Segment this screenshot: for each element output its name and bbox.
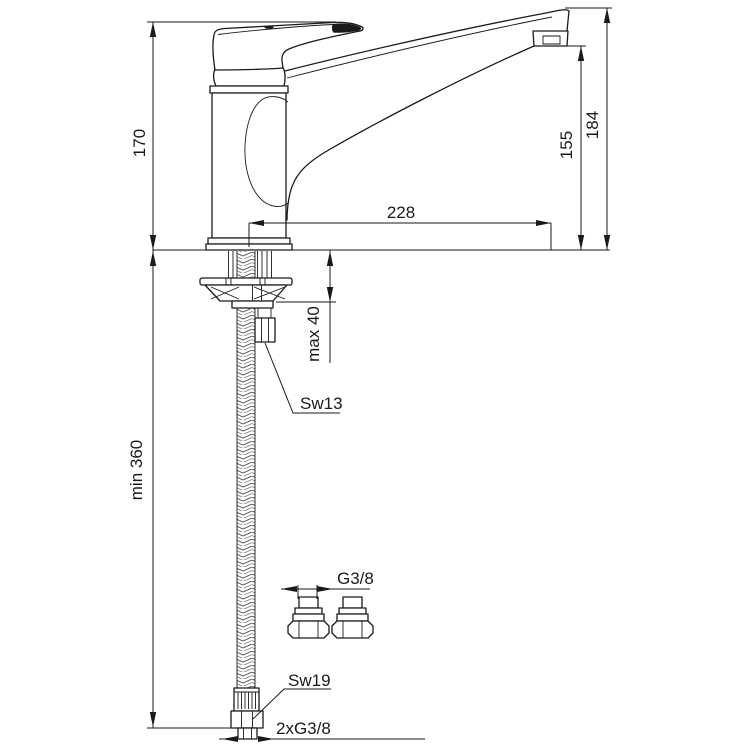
- faucet-handle-group: [212, 21, 364, 71]
- faucet-body: [211, 92, 287, 239]
- dim-170: 170: [130, 21, 336, 250]
- body-teardrop-highlight: [244, 96, 289, 207]
- label-sw13-text: Sw13: [300, 394, 343, 413]
- second-tube: [257, 308, 272, 319]
- horseshoe-washer: [199, 277, 293, 286]
- spout-top-inner-line: [286, 16, 553, 79]
- fitting-left-nut-facets: [298, 621, 319, 638]
- dim-228: 228: [248, 203, 552, 250]
- lever-handle: [212, 21, 364, 71]
- fitting-left-collar: [294, 607, 323, 615]
- cone-ribs: [210, 285, 286, 301]
- dim-max-40-label: max 40: [304, 306, 323, 362]
- faucet-spout-group: [244, 9, 570, 221]
- shank-studs: [228, 251, 272, 278]
- dim-155: 155: [552, 45, 586, 250]
- end-thread-shading: [243, 728, 252, 739]
- hex-nut-sw13-facets: [261, 318, 269, 342]
- ferrule-ribs: [234, 691, 259, 709]
- fitting-left-thread: [298, 596, 319, 609]
- spout-top-edge: [284, 9, 570, 72]
- dim-max-40: max 40: [276, 250, 336, 363]
- lever-top-highlight: [217, 24, 334, 35]
- dim-155-label: 155: [557, 131, 576, 159]
- spout-underside: [286, 45, 535, 221]
- washer-slots: [225, 278, 266, 285]
- dim-2xg38-label: 2xG3/8: [276, 719, 331, 738]
- hex-nut-sw19-facets: [241, 711, 253, 728]
- fitting-left: [287, 596, 330, 639]
- dim-228-label: 228: [387, 203, 415, 222]
- fitting-right-thread: [342, 596, 363, 609]
- fitting-left-nut: [287, 620, 330, 639]
- dim-min-360-label: min 360: [127, 440, 146, 500]
- hex-nut-sw13: [254, 317, 276, 343]
- cone-ring: [231, 300, 274, 309]
- label-sw19: Sw19: [252, 671, 331, 720]
- dim-184-label: 184: [583, 111, 602, 139]
- dim-2xg38: 2xG3/8: [219, 719, 425, 742]
- hose-upper: [237, 251, 255, 278]
- mounting-cone: [204, 284, 288, 302]
- mounting-shank-group: [199, 251, 293, 309]
- hose-end-thread-stub: [237, 727, 258, 740]
- label-sw13: Sw13: [264, 342, 343, 414]
- supply-hose-group: [230, 308, 276, 740]
- dim-min-360: min 360: [127, 250, 240, 729]
- dim-g38-label: G3/8: [337, 569, 374, 588]
- dim-184: 184: [565, 7, 612, 250]
- fitting-right-mid: [336, 613, 369, 622]
- hose-upper-edges: [236, 251, 256, 278]
- dim-170-label: 170: [130, 129, 149, 157]
- lever-tip-shadow: [331, 23, 362, 33]
- dim-g38: G3/8: [281, 569, 374, 599]
- body-collar: [209, 85, 289, 94]
- flexible-hose: [237, 308, 255, 688]
- label-sw19-text: Sw19: [288, 671, 331, 690]
- flexible-hose-edges: [236, 308, 256, 688]
- fitting-right-nut: [331, 620, 374, 639]
- handle-indicator-dot: [264, 25, 274, 29]
- fitting-right-collar: [338, 607, 367, 615]
- fitting-right-nut-facets: [342, 621, 363, 638]
- aerator-inner: [542, 35, 561, 45]
- fitting-left-mid: [292, 613, 325, 622]
- fitting-right: [331, 596, 374, 639]
